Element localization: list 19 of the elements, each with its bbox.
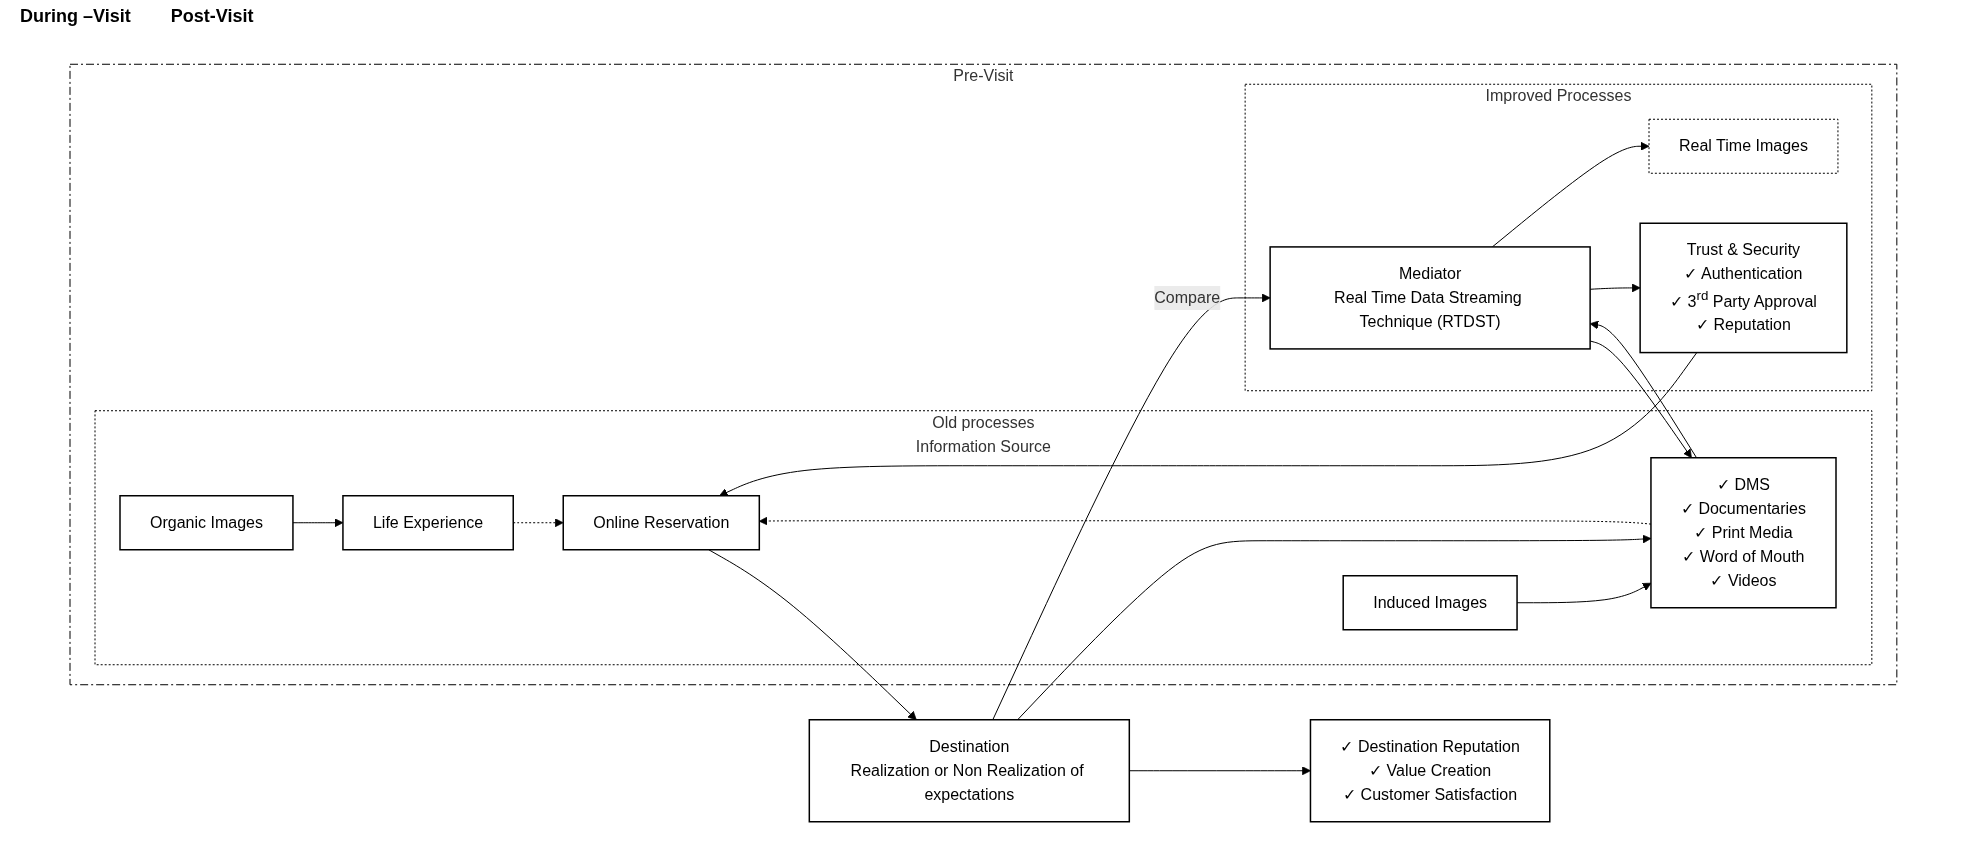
arrow (992, 293, 1271, 721)
node-box: Mediator Real Time Data Streaming Technique (RTDST) (1269, 246, 1591, 350)
node-box: Life Experience (342, 495, 515, 551)
arrow (708, 549, 917, 721)
node-box: Trust & Security ✓ Authentication ✓ 3$^{rd}$ Party Approval ✓ Reputation (1639, 222, 1848, 354)
node-box: Organic Images (119, 495, 294, 551)
node-box: ✓ DMS ✓ Documentaries ✓ Print Media ✓ Word of Mouth ✓ Videos (1650, 457, 1837, 609)
node-box: Induced Images (1342, 575, 1518, 631)
arrow (1017, 534, 1652, 721)
edge-label: Compare (1154, 288, 1221, 306)
arrow (1491, 141, 1650, 248)
node-box: Destination Realization or Non Realization of expectations (808, 719, 1131, 823)
arrow (719, 352, 1698, 497)
node-box: ✓ Destination Reputation ✓ Value Creation ✓ Customer Satisfaction (1309, 719, 1551, 823)
node-box: Real Time Images (1648, 118, 1839, 174)
node-box: Online Reservation (562, 495, 761, 551)
stage-heading: Post-Visit (170, 6, 254, 27)
arrow (759, 516, 1652, 526)
stage-heading: During –Visit (20, 6, 131, 27)
